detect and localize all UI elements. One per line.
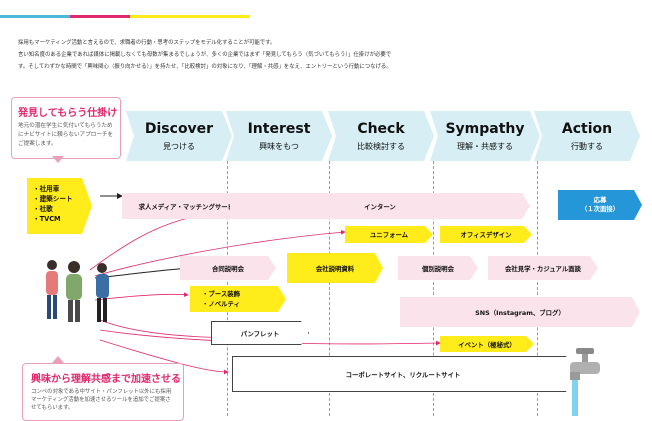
callout-pointer — [52, 156, 64, 163]
intro-line-2: 言い知名度のある企業であれば媒体に掲載しなくても母数が集まるでしょうが、多くの企… — [18, 52, 392, 58]
stage-title: Sympathy — [445, 121, 525, 137]
stage-subtitle: 理解・共感する — [457, 142, 513, 151]
stage-subtitle: 比較検討する — [357, 142, 405, 151]
pamphlet-box: パンフレット — [211, 321, 309, 345]
sns-box: SNS（Instagram、ブログ） — [400, 297, 640, 327]
apply-label: 応募 — [593, 196, 607, 204]
internship-box: インターン — [230, 193, 530, 219]
discover-item: ・社歌 — [33, 205, 53, 213]
top-color-bar — [0, 15, 250, 18]
stage-title: Check — [357, 121, 405, 137]
callout-body: コンペの対象である中サイト・パンフレット以外にも採用マーケティング活動を加速させ… — [31, 389, 172, 411]
intro-line-3: す。そしてわずかな時間で「興味関心（振り向かせる）」を持たせ、「比較検討」の対象… — [18, 64, 392, 70]
discover-item: ・TVCM — [33, 215, 61, 223]
faucet-icon — [570, 348, 600, 416]
company-tour-box: 会社見学・カジュアル面談 — [488, 256, 598, 280]
uniform-box: ユニフォーム — [345, 226, 433, 243]
callout-title: 発見してもらう仕掛け — [18, 108, 118, 119]
novelty-item: ・ブース装飾 — [202, 290, 241, 298]
discover-item: ・社用車 — [33, 185, 60, 193]
stage-divider — [433, 161, 434, 416]
stage-divider — [537, 161, 538, 416]
stage-title: Interest — [247, 121, 311, 137]
booth-novelty-box: ・ブース装飾 ・ノベルティ — [190, 286, 286, 312]
stage-action: Action 行動する — [534, 111, 640, 161]
students-illustration — [46, 260, 109, 322]
apply-box: 応募 （１次面接） — [558, 190, 642, 220]
discover-media-box: ・社用車 ・建築シート ・社歌 ・TVCM — [27, 178, 92, 234]
corporate-site-box: コーポレートサイト、リクルートサイト — [232, 356, 574, 392]
stage-check: Check 比較検討する — [328, 111, 434, 161]
callout-title: 興味から理解共感まで加速させる — [31, 374, 181, 385]
joint-briefing-box: 合同説明会 — [180, 256, 276, 280]
stage-title: Discover — [144, 121, 214, 137]
office-design-box: オフィスデザイン — [440, 226, 532, 243]
stage-title: Action — [561, 121, 613, 137]
novelty-item: ・ノベルティ — [202, 300, 240, 308]
stage-sympathy: Sympathy 理解・共感する — [430, 111, 540, 161]
individual-briefing-box: 個別説明会 — [398, 256, 478, 280]
intro-line-1: 採用もマーケティング活動と言えるので、求職者の行動・思考のステップをモデル化する… — [18, 40, 276, 46]
stage-subtitle: 見つける — [163, 142, 195, 151]
discover-item: ・建築シート — [33, 195, 73, 203]
company-materials-box: 会社説明資料 — [287, 253, 383, 283]
stage-discover: Discover 見つける — [126, 111, 232, 161]
callout-discover-mechanism: 発見してもらう仕掛け 地元の潜在学生に気付いてもらうためにナビサイトに頼らないア… — [11, 97, 121, 159]
callout-body: 地元の潜在学生に気付いてもらうためにナビサイトに頼らないアプローチをご提案します… — [18, 123, 114, 147]
apply-sublabel: （１次面接） — [580, 205, 620, 213]
stage-divider — [329, 161, 330, 416]
stage-subtitle: 行動する — [571, 142, 603, 151]
callout-accelerate: 興味から理解共感まで加速させる コンペの対象である中サイト・パンフレット以外にも… — [22, 363, 184, 421]
callout-pointer — [52, 356, 64, 363]
stage-interest: Interest 興味をもつ — [226, 111, 332, 161]
event-box: イベント（極秘式） — [440, 336, 534, 352]
stage-subtitle: 興味をもつ — [259, 142, 299, 151]
